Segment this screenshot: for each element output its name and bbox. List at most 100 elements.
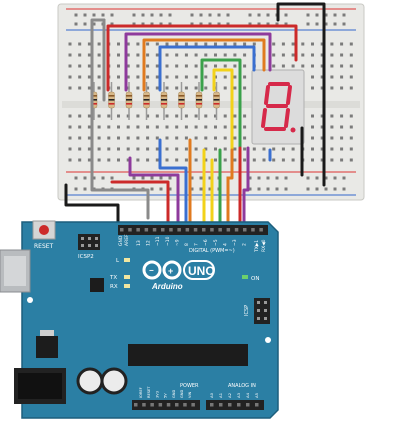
breadboard-hole — [340, 86, 344, 90]
breadboard-hole — [301, 53, 305, 57]
breadboard-hole — [301, 64, 305, 68]
breadboard-hole — [194, 75, 198, 79]
breadboard-hole — [184, 158, 188, 162]
breadboard-hole — [78, 75, 82, 79]
breadboard-hole — [136, 86, 140, 90]
breadboard-hole — [291, 42, 295, 46]
breadboard-hole — [214, 42, 217, 46]
analog-label: ANALOG IN — [228, 383, 256, 389]
digital-header — [118, 225, 268, 235]
digital-pin-hole — [234, 228, 239, 232]
breadboard-hole — [146, 75, 150, 79]
rail-hole — [266, 176, 270, 180]
breadboard-hole — [87, 114, 91, 118]
breadboard-hole — [330, 86, 334, 90]
breadboard-hole — [223, 86, 227, 90]
breadboard-hole — [311, 147, 314, 151]
rail-hole — [342, 187, 346, 191]
breadboard-hole — [126, 42, 130, 46]
resistor-band — [108, 103, 115, 105]
breadboard-hole — [184, 64, 188, 68]
breadboard-hole — [330, 136, 334, 140]
breadboard-hole — [233, 53, 237, 57]
breadboard-hole — [243, 75, 247, 79]
rail-hole — [159, 22, 163, 26]
breadboard-hole — [320, 136, 324, 140]
rail-hole — [168, 22, 172, 26]
breadboard-hole — [97, 147, 101, 151]
icsp-pin — [257, 301, 260, 304]
rail-hole — [92, 176, 96, 180]
display-digit-value: 8 — [0, 0, 1, 1]
breadboard-hole — [184, 75, 188, 79]
rail-hole — [257, 176, 261, 180]
breadboard-hole — [175, 147, 179, 151]
logo-plus: + — [168, 266, 173, 276]
dc-power-jack-inner — [18, 373, 62, 399]
breadboard-hole — [330, 75, 334, 79]
breadboard-hole — [68, 64, 72, 68]
breadboard-hole — [165, 42, 169, 46]
breadboard-hole — [281, 42, 285, 46]
arduino-logo: − + UNO Arduino — [142, 260, 215, 291]
breadboard-hole — [126, 53, 130, 57]
digital-pin-hole — [177, 228, 181, 232]
power-label: POWER — [180, 383, 199, 389]
breadboard-hole — [340, 75, 344, 79]
breadboard-hole — [252, 158, 256, 162]
analog-pin-label: A2 — [227, 392, 232, 398]
regulator-tab — [40, 330, 54, 336]
icsp-pin — [257, 317, 260, 320]
breadboard-hole — [204, 114, 208, 118]
breadboard-hole — [126, 75, 130, 79]
rail-hole — [275, 22, 279, 26]
breadboard-hole — [223, 136, 227, 140]
digital-pin-hole — [210, 228, 214, 232]
breadboard-hole — [78, 86, 82, 90]
breadboard-hole — [87, 42, 91, 46]
rail-hole — [159, 13, 163, 17]
breadboard-hole — [243, 158, 247, 162]
analog-pin-hole — [219, 403, 223, 407]
reset-label: RESET — [34, 243, 54, 250]
breadboard-hole — [87, 53, 91, 57]
breadboard-hole — [146, 42, 150, 46]
breadboard-hole — [233, 114, 237, 118]
icsp2-label: ICSP2 — [78, 254, 94, 260]
resistor-band — [213, 103, 220, 105]
rail-hole — [208, 22, 212, 26]
breadboard-hole — [233, 75, 237, 79]
breadboard-hole — [146, 114, 150, 118]
breadboard-hole — [126, 64, 130, 68]
rail-hole — [190, 22, 194, 26]
breadboard-hole — [68, 114, 72, 118]
breadboard-hole — [78, 64, 82, 68]
voltage-regulator — [36, 336, 58, 358]
rail-hole — [217, 13, 221, 17]
breadboard-hole — [320, 125, 324, 129]
rail-hole — [333, 22, 337, 26]
reset-button-cap[interactable] — [39, 225, 49, 235]
icsp2-pin — [81, 244, 84, 247]
breadboard-hole — [320, 42, 324, 46]
breadboard-hole — [175, 75, 179, 79]
breadboard-hole — [107, 158, 111, 162]
breadboard-hole — [281, 158, 285, 162]
digital-pin-label: ~11 — [155, 236, 161, 246]
rail-hole — [199, 187, 203, 191]
breadboard-hole — [349, 75, 353, 79]
rail-hole — [306, 176, 310, 180]
l-label: L — [116, 258, 120, 264]
breadboard-hole — [87, 75, 91, 79]
digital-pin-label: 7 — [194, 243, 200, 246]
rail-hole — [141, 176, 145, 180]
digital-pin-hole — [218, 228, 222, 232]
power-pin-label: GND — [180, 390, 184, 398]
breadboard-hole — [117, 86, 120, 90]
breadboard-hole — [340, 114, 344, 118]
analog-pin-label: A0 — [209, 392, 214, 398]
segment-f — [264, 85, 270, 105]
breadboard-hole — [117, 114, 120, 118]
breadboard-hole — [146, 53, 150, 57]
